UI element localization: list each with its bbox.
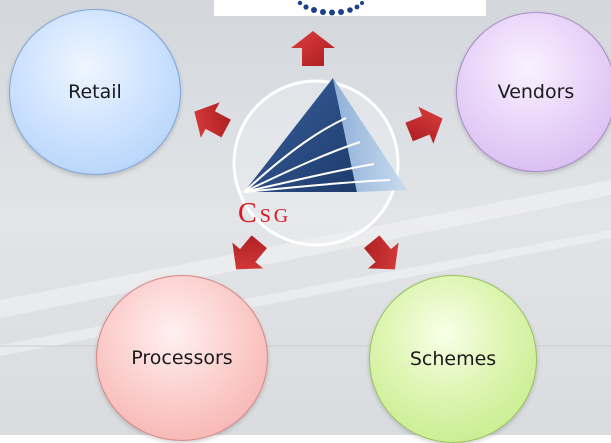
node-processors-label: Processors bbox=[131, 347, 233, 369]
node-retail: Retail bbox=[9, 9, 181, 175]
node-schemes: Schemes bbox=[369, 275, 537, 443]
arrow-to-retail-icon bbox=[194, 102, 231, 138]
arrow-up-icon bbox=[291, 31, 335, 66]
csg-logo-text-rest: SG bbox=[260, 205, 292, 227]
csg-logo-icon bbox=[243, 78, 407, 193]
node-vendors: Vendors bbox=[456, 12, 611, 172]
arrow-to-schemes-icon bbox=[364, 235, 399, 270]
csg-logo-text: CSG bbox=[238, 198, 291, 229]
node-retail-label: Retail bbox=[68, 81, 122, 103]
arrow-to-processors-icon bbox=[232, 235, 267, 270]
node-schemes-label: Schemes bbox=[409, 348, 497, 370]
node-processors: Processors bbox=[96, 275, 268, 441]
node-vendors-label: Vendors bbox=[497, 81, 575, 103]
dot-ring-icon bbox=[297, 0, 364, 16]
arrow-to-vendors-icon bbox=[405, 106, 443, 144]
top-image-fragment bbox=[213, 0, 487, 16]
csg-logo-text-c: C bbox=[238, 198, 260, 229]
